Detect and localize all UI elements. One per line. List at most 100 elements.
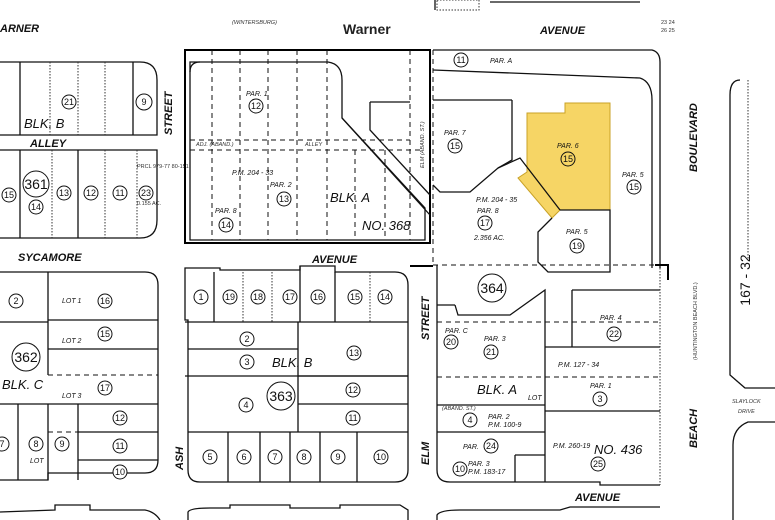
lot-label-362: LOT	[30, 458, 44, 465]
pm-100-9: P.M. 100-9	[488, 422, 521, 429]
parcel-16-363: 16	[313, 292, 323, 302]
parcel-8-363: 8	[301, 452, 306, 462]
street-label-warner: Warner	[343, 21, 391, 37]
parcel-21: 21	[64, 97, 74, 107]
parcel-15: 15	[4, 190, 14, 200]
street-label-warner-avenue: AVENUE	[539, 25, 586, 37]
parcel-13: 13	[59, 188, 69, 198]
parcel-11-362: 11	[115, 441, 124, 451]
parcel-25: 25	[593, 459, 603, 469]
alley-abandoned-label: ADJ. (ABAND.)	[195, 142, 234, 148]
pm-183-17: P.M. 183-17	[468, 469, 506, 476]
parcel-4-364: 4	[467, 415, 472, 425]
beach-boulevard: BOULEVARD (HUNTINGTON BEACH BLVD.) BEACH…	[688, 79, 775, 520]
parcel-2-362: 2	[13, 296, 18, 306]
elm-abandoned-label: ELM (ABAND. ST.)	[420, 121, 426, 168]
parcel-16-362: 16	[100, 296, 110, 306]
warner-avenue: ARNER (WINTERSBURG) Warner AVENUE 23 24 …	[0, 0, 675, 37]
book-number-362: 362	[14, 349, 38, 365]
block-warner-ne: 11 PAR. A PAR. 7 15 PAR. 6 15 PAR. 5 15 …	[432, 49, 661, 273]
acreage-note: 0.155 AC.	[137, 201, 162, 207]
parcel-17: 15	[629, 182, 639, 192]
street-label-beach: BEACH	[688, 408, 700, 448]
parcel-20: 20	[446, 337, 456, 347]
block-362: 2 LOT 1 16 LOT 2 15 362 BLK. C LOT 3 17 …	[0, 271, 161, 520]
parcel-14-top: 14	[221, 220, 231, 230]
parcel-label-par3-low: PAR. 3	[468, 461, 490, 468]
parcel-9: 9	[141, 97, 146, 107]
lot-label-364: LOT	[528, 395, 542, 402]
street-label-sycamore-avenue: AVENUE	[311, 254, 358, 266]
parcel-21: 21	[486, 347, 496, 357]
parcel-9-362: 9	[59, 439, 64, 449]
parcel-label-par-low: PAR.	[463, 444, 479, 451]
street-label-formerly: (WINTERSBURG)	[232, 20, 277, 26]
acreage-label: 2.356 AC.	[473, 235, 505, 242]
parcel-19: 17	[480, 218, 490, 228]
street-label-street-mid: STREET	[420, 295, 432, 340]
parcel-label-par8-top: PAR. 8	[215, 208, 237, 215]
parcel-14-363: 14	[380, 292, 390, 302]
parcel-15-par7: 15	[450, 141, 460, 151]
block-label-b: BLK. B	[24, 116, 65, 131]
parcel-15-par6: 15	[563, 154, 573, 164]
parcel-17-362: 17	[100, 383, 110, 393]
parcel-4-363: 4	[243, 400, 248, 410]
parcel-15-363: 15	[350, 292, 360, 302]
section-ref-top: 23 24	[661, 20, 675, 26]
parcel-11: 11	[115, 188, 124, 198]
parcel-18-363: 18	[253, 292, 263, 302]
alley-label-left: ALLEY	[29, 138, 68, 150]
parcel-10-364: 10	[455, 464, 465, 474]
street-label-slaylock: SLAYLOCK	[732, 399, 761, 405]
block-label-c: BLK. C	[2, 377, 44, 392]
book-page-reference: 167 - 32	[737, 254, 753, 306]
pm-127-34: P.M. 127 - 34	[558, 362, 599, 369]
block-b-top-left: 21 9 BLK. B ALLEY	[0, 61, 158, 150]
block-label-no-436: NO. 436	[594, 442, 643, 457]
block-label-a-top: BLK. A	[330, 190, 370, 205]
parcel-7-363: 7	[272, 452, 277, 462]
book-number-364: 364	[480, 280, 504, 296]
street-label-street-left: STREET	[163, 90, 175, 135]
pm-204-33: P.M. 204 - 33	[232, 170, 273, 177]
block-361: 15 361 14 13 12 11 23 PRCL 979-77 80-151…	[0, 149, 189, 239]
parcel-8-362: 8	[33, 439, 38, 449]
lot-label-3: LOT 3	[62, 393, 82, 400]
abandoned-st-label: (ABAND. ST.)	[442, 406, 476, 412]
parcel-13-top: 13	[279, 194, 289, 204]
block-368: PAR. 1 12 P.M. 204 - 33 PAR. 2 13 PAR. 8…	[184, 49, 431, 244]
parcel-17-363: 17	[285, 292, 295, 302]
street-label-huntington-beach-blvd: (HUNTINGTON BEACH BLVD.)	[693, 282, 699, 360]
parcel-14: 14	[31, 202, 41, 212]
street-label-bottom-avenue: AVENUE	[574, 492, 621, 504]
parcel-11-363: 11	[348, 413, 357, 423]
alley-label-top: ALLEY	[304, 142, 322, 148]
parcel-19-363: 19	[225, 292, 235, 302]
parcel-15-362: 15	[100, 329, 110, 339]
parcel-12-top: 12	[251, 101, 261, 111]
parcel-label-par5-right: PAR. 5	[622, 172, 644, 179]
street-label-warner-left: ARNER	[0, 23, 39, 35]
parcel-3-363: 3	[244, 357, 249, 367]
parcel-7-362: 7	[0, 439, 5, 449]
parcel-label-par5-mid: PAR. 5	[566, 229, 588, 236]
parcel-12-363: 12	[348, 385, 358, 395]
parcel-label-par4: PAR. 4	[600, 315, 622, 322]
block-label-a-right: BLK. A	[477, 382, 517, 397]
parcel-label-par1-top: PAR. 1	[246, 91, 268, 98]
pm-260-19: P.M. 260-19	[553, 443, 590, 450]
parcel-label-par2-top: PAR. 2	[270, 182, 292, 189]
parcel-label-par6: PAR. 6	[557, 143, 579, 150]
prcl-note: PRCL 979-77 80-151	[137, 164, 189, 170]
parcel-11-ne: 11	[456, 55, 465, 65]
parcel-12: 12	[86, 188, 96, 198]
parcel-12-362: 12	[115, 413, 125, 423]
street-label-sycamore: SYCAMORE	[18, 252, 82, 264]
parcel-label-par3: PAR. 3	[484, 336, 506, 343]
lot-label-2: LOT 2	[62, 338, 82, 345]
parcel-label-par1-low: PAR. 1	[590, 383, 612, 390]
street-label-elm: ELM	[420, 441, 432, 465]
block-364: 364 PAR. C 20 PAR. 3 21 PAR. 4 22 P.M. 1…	[410, 264, 669, 520]
